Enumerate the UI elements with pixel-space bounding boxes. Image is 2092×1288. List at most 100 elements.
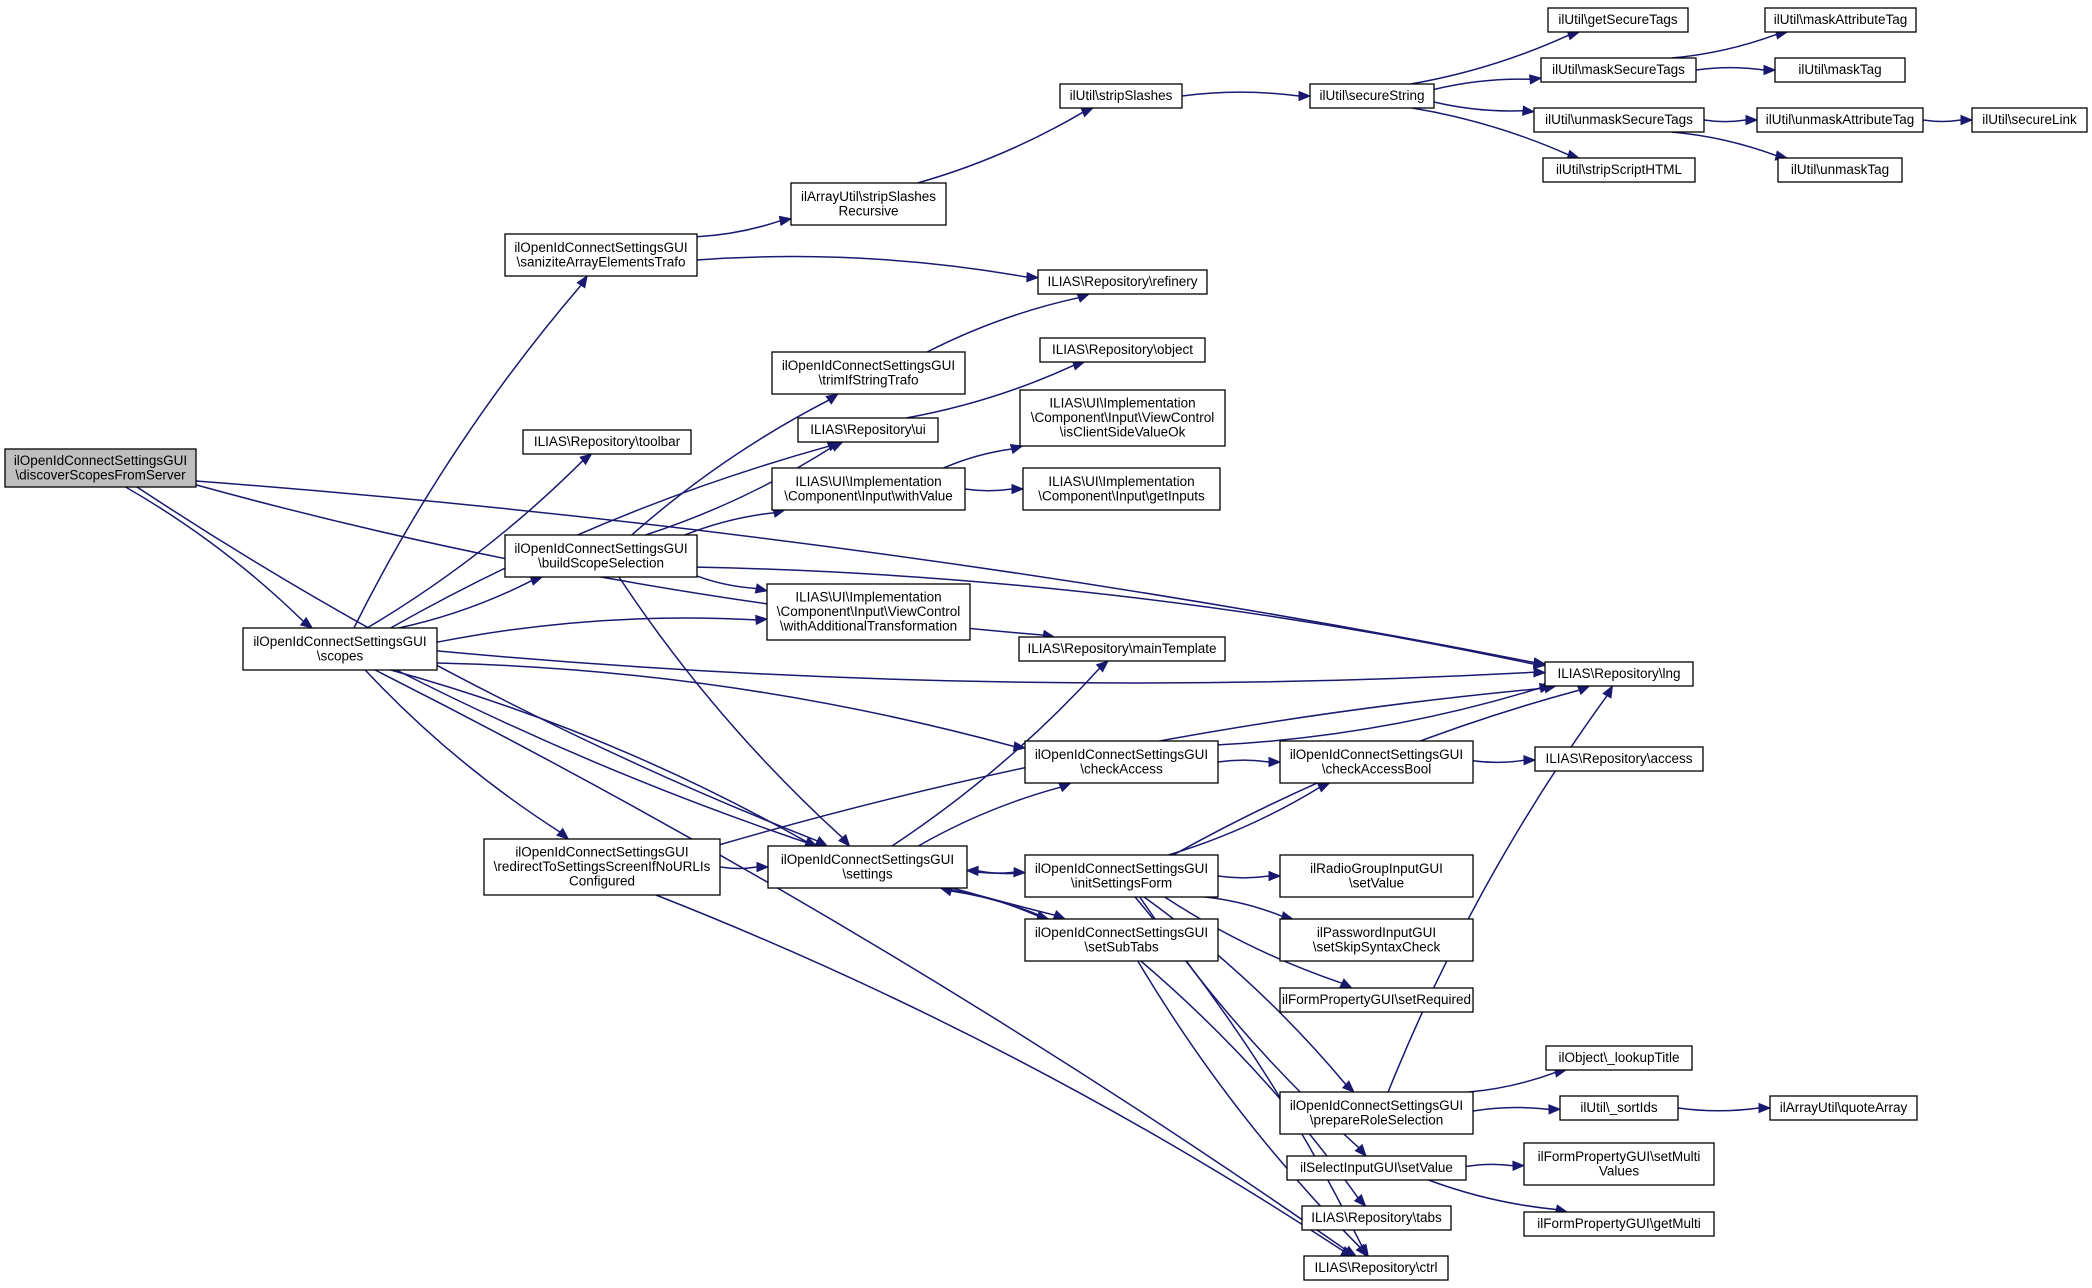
node-label-line: \withAdditionalTransformation (780, 619, 957, 634)
node-label-line: \Component\Input\withValue (784, 488, 953, 503)
function-node[interactable]: ilFormPropertyGUI\setRequired (1279, 987, 1474, 1013)
edge-n5-to-n35 (696, 566, 1535, 665)
arrowhead-n5-to-n9 (829, 441, 844, 452)
function-node[interactable]: ILIAS\Repository\access (1534, 746, 1704, 772)
function-node[interactable]: ILIAS\Repository\object (1039, 337, 1206, 363)
function-node[interactable]: ilSelectInputGUI\setValue (1286, 1155, 1467, 1181)
function-node[interactable]: ilUtil\_sortIds (1559, 1095, 1679, 1121)
function-node[interactable]: ilUtil\maskAttributeTag (1764, 7, 1917, 33)
arrowhead-n12-to-n20 (1013, 866, 1027, 878)
edge-n28-to-n40 (1428, 1179, 1557, 1211)
function-node[interactable]: ilUtil\unmaskTag (1777, 157, 1903, 183)
function-node[interactable]: ilOpenIdConnectSettingsGUI\initSettingsF… (1024, 854, 1219, 898)
arrowhead-n20-to-n26 (1339, 978, 1353, 989)
arrowhead-n21-to-n30 (1355, 1243, 1368, 1258)
function-node[interactable]: ilOpenIdConnectSettingsGUI\setSubTabs (1024, 918, 1219, 962)
function-node[interactable]: ilOpenIdConnectSettingsGUI\buildScopeSel… (504, 534, 698, 578)
edge-n10-to-n17 (964, 488, 1013, 492)
node-box (767, 845, 968, 889)
edge-n2-to-n12 (390, 669, 807, 843)
node-label-line: ilUtil\unmaskAttributeTag (1766, 112, 1915, 127)
function-node[interactable]: ilUtil\secureString (1309, 83, 1435, 109)
function-node[interactable]: ilUtil\stripScriptHTML (1542, 157, 1696, 183)
function-node[interactable]: ilRadioGroupInputGUI\setValue (1279, 854, 1474, 898)
edge-n5-to-n9 (645, 446, 834, 536)
function-node[interactable]: ilOpenIdConnectSettingsGUI\prepareRoleSe… (1279, 1091, 1474, 1135)
node-label-line: ilUtil\maskTag (1798, 62, 1881, 77)
node-label-line: \trimIfStringTrafo (818, 372, 918, 387)
arrowhead-n43-to-n46 (1960, 114, 1974, 126)
function-node[interactable]: ILIAS\Repository\ui (797, 417, 939, 443)
root-function-node[interactable]: ilOpenIdConnectSettingsGUI\discoverScope… (4, 448, 197, 488)
edge-n6-to-n30 (655, 894, 1344, 1252)
function-node[interactable]: ilUtil\getSecureTags (1547, 7, 1689, 33)
function-node[interactable]: ILIAS\Repository\mainTemplate (1018, 636, 1226, 662)
node-label-line: ilUtil\stripSlashes (1070, 88, 1173, 103)
function-node[interactable]: ilArrayUtil\quoteArray (1769, 1095, 1918, 1121)
node-label-line: ilRadioGroupInputGUI (1310, 861, 1443, 876)
function-node[interactable]: ilUtil\unmaskSecureTags (1533, 107, 1705, 133)
function-node[interactable]: ilUtil\maskSecureTags (1540, 57, 1697, 83)
function-node[interactable]: ILIAS\UI\Implementation\Component\Input\… (1022, 467, 1221, 511)
arrowhead-n12-to-n18 (1095, 660, 1109, 673)
function-node[interactable]: ILIAS\UI\Implementation\Component\Input\… (771, 467, 966, 511)
node-label-line: ILIAS\UI\Implementation (795, 474, 941, 489)
function-node[interactable]: ilOpenIdConnectSettingsGUI\settings (767, 845, 968, 889)
arrowhead-n28-to-n39 (1512, 1160, 1526, 1171)
node-label-line: ilOpenIdConnectSettingsGUI (782, 358, 955, 373)
edge-n12-to-n19 (917, 786, 1061, 847)
function-node[interactable]: ilFormPropertyGUI\getMulti (1523, 1211, 1715, 1237)
node-box (1037, 269, 1208, 295)
node-label-line: \discoverScopesFromServer (15, 467, 186, 482)
node-label-line: ilArrayUtil\quoteArray (1780, 1100, 1908, 1115)
function-node[interactable]: ilOpenIdConnectSettingsGUI\redirectToSet… (483, 838, 721, 896)
edge-n33-to-n43 (1703, 119, 1747, 123)
function-node[interactable]: ilUtil\unmaskAttributeTag (1756, 107, 1924, 133)
function-node[interactable]: ilOpenIdConnectSettingsGUI\trimIfStringT… (771, 351, 966, 395)
function-node[interactable]: ilUtil\stripSlashes (1059, 83, 1183, 109)
arrowhead-n20-to-n23 (1316, 782, 1331, 793)
node-box (1019, 389, 1226, 447)
function-node[interactable]: ilOpenIdConnectSettingsGUI\saniziteArray… (504, 233, 698, 277)
node-box (1309, 83, 1435, 109)
function-node[interactable]: ILIAS\Repository\toolbar (522, 429, 692, 455)
edge-n12-to-n18 (891, 667, 1101, 847)
node-label-line: \setSubTabs (1084, 939, 1159, 954)
edge-layer (125, 29, 1974, 1258)
node-box (771, 467, 966, 511)
edge-n2-to-n3 (353, 284, 582, 629)
function-node[interactable]: ILIAS\UI\Implementation\Component\Input\… (766, 583, 971, 641)
arrowhead-n6-to-n12 (756, 861, 770, 873)
edge-n20-to-n24 (1217, 875, 1270, 879)
function-node[interactable]: ILIAS\Repository\tabs (1301, 1205, 1452, 1231)
node-label-line: ILIAS\UI\Implementation (1048, 474, 1194, 489)
function-node[interactable]: ilUtil\maskTag (1774, 57, 1906, 83)
node-box (1024, 918, 1219, 962)
arrowhead-n22-to-n32 (1529, 74, 1543, 85)
node-label-line: ilSelectInputGUI\setValue (1300, 1160, 1453, 1175)
function-node[interactable]: ILIAS\UI\Implementation\Component\Input\… (1019, 389, 1226, 447)
arrowhead-n10-to-n17 (1011, 483, 1025, 495)
node-box (1039, 337, 1206, 363)
node-box (1059, 83, 1183, 109)
function-node[interactable]: ILIAS\Repository\ctrl (1303, 1255, 1449, 1281)
arrowhead-n20-to-n28 (1354, 1143, 1367, 1157)
function-node[interactable]: ilUtil\secureLink (1971, 107, 2088, 133)
function-node[interactable]: ilObject\_lookupTitle (1545, 1045, 1693, 1071)
function-node[interactable]: ilOpenIdConnectSettingsGUI\checkAccessBo… (1279, 740, 1474, 784)
function-node[interactable]: ilPasswordInputGUI\setSkipSyntaxCheck (1279, 918, 1474, 962)
function-node[interactable]: ILIAS\Repository\refinery (1037, 269, 1208, 295)
node-label-line: Configured (569, 874, 635, 889)
node-label-line: ilOpenIdConnectSettingsGUI (14, 453, 187, 468)
function-node[interactable]: ilOpenIdConnectSettingsGUI\checkAccess (1024, 740, 1219, 784)
node-label-line: ilPasswordInputGUI (1317, 925, 1436, 940)
edge-n27-to-n38 (1472, 1106, 1550, 1112)
node-box (1301, 1205, 1452, 1231)
function-node[interactable]: ilOpenIdConnectSettingsGUI\scopes (242, 627, 438, 671)
edge-n5-to-n8 (631, 399, 830, 536)
function-node[interactable]: ILIAS\Repository\lng (1544, 661, 1694, 687)
node-box (771, 351, 966, 395)
node-box (483, 838, 721, 896)
